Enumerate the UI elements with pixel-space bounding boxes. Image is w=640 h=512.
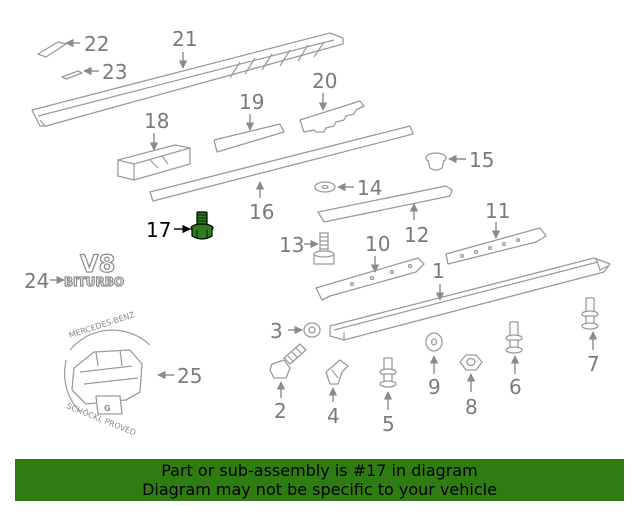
callout-8[interactable]: 8 (465, 395, 478, 419)
part-25-seal: MERCEDES-BENZ G SCHÖCKL PROVED (64, 310, 151, 438)
callout-22[interactable]: 22 (84, 32, 109, 56)
callout-10[interactable]: 10 (365, 232, 390, 256)
part-16-strip (149, 125, 414, 202)
callout-14[interactable]: 14 (357, 176, 382, 200)
callout-7[interactable]: 7 (587, 352, 600, 376)
part-20-bracket (299, 100, 365, 133)
callout-4[interactable]: 4 (327, 404, 340, 428)
part-21-upper-trim (31, 32, 344, 127)
part-14-washer (314, 181, 336, 193)
part-22-emblem (37, 41, 67, 58)
callout-18[interactable]: 18 (144, 109, 169, 133)
callout-21[interactable]: 21 (172, 27, 197, 51)
part-18-block (117, 144, 191, 181)
part-17-screw[interactable] (190, 211, 214, 240)
part-24-badge: V8 BITURBO (63, 249, 124, 289)
part-5-clip (379, 357, 397, 388)
part-11-bracket (445, 227, 547, 265)
callout-19[interactable]: 19 (239, 90, 264, 114)
part-2-screw (269, 343, 307, 379)
callout-3[interactable]: 3 (270, 319, 283, 343)
callout-17[interactable]: 17 (146, 218, 171, 242)
callout-24[interactable]: 24 (24, 269, 49, 293)
seal-letter: G (104, 404, 111, 413)
callout-16[interactable]: 16 (249, 200, 274, 224)
callout-6[interactable]: 6 (509, 375, 522, 399)
badge-v8: V8 (80, 250, 115, 278)
callout-13[interactable]: 13 (279, 233, 304, 257)
part-6-clip (505, 321, 523, 354)
badge-biturbo: BITURBO (64, 275, 124, 289)
callout-20[interactable]: 20 (312, 69, 337, 93)
part-23-trim (61, 70, 83, 80)
callout-5[interactable]: 5 (382, 412, 395, 436)
callout-1[interactable]: 1 (432, 259, 445, 283)
part-1-running-board (329, 257, 611, 341)
callout-25[interactable]: 25 (177, 364, 202, 388)
footer-line-1: Part or sub-assembly is #17 in diagram (161, 461, 478, 480)
part-12-strip (317, 185, 453, 223)
callout-12[interactable]: 12 (404, 223, 429, 247)
part-19-strip (213, 123, 285, 153)
footer-line-2: Diagram may not be specific to your vehi… (142, 480, 497, 499)
part-9-washer (425, 332, 443, 352)
part-8-nut (459, 354, 483, 371)
callout-2[interactable]: 2 (274, 399, 287, 423)
callout-11[interactable]: 11 (485, 199, 510, 223)
footer-banner: Part or sub-assembly is #17 in diagram D… (15, 459, 624, 501)
seal-top-text: MERCEDES-BENZ (68, 310, 137, 340)
part-10-bracket (315, 257, 425, 301)
callout-15[interactable]: 15 (469, 148, 494, 172)
part-13-bolt (313, 232, 335, 265)
callout-9[interactable]: 9 (428, 375, 441, 399)
part-3-cap (303, 322, 321, 338)
part-7-clip (581, 297, 599, 330)
callout-23[interactable]: 23 (102, 60, 127, 84)
part-4-clip (325, 359, 349, 385)
part-15-clip (425, 152, 447, 171)
